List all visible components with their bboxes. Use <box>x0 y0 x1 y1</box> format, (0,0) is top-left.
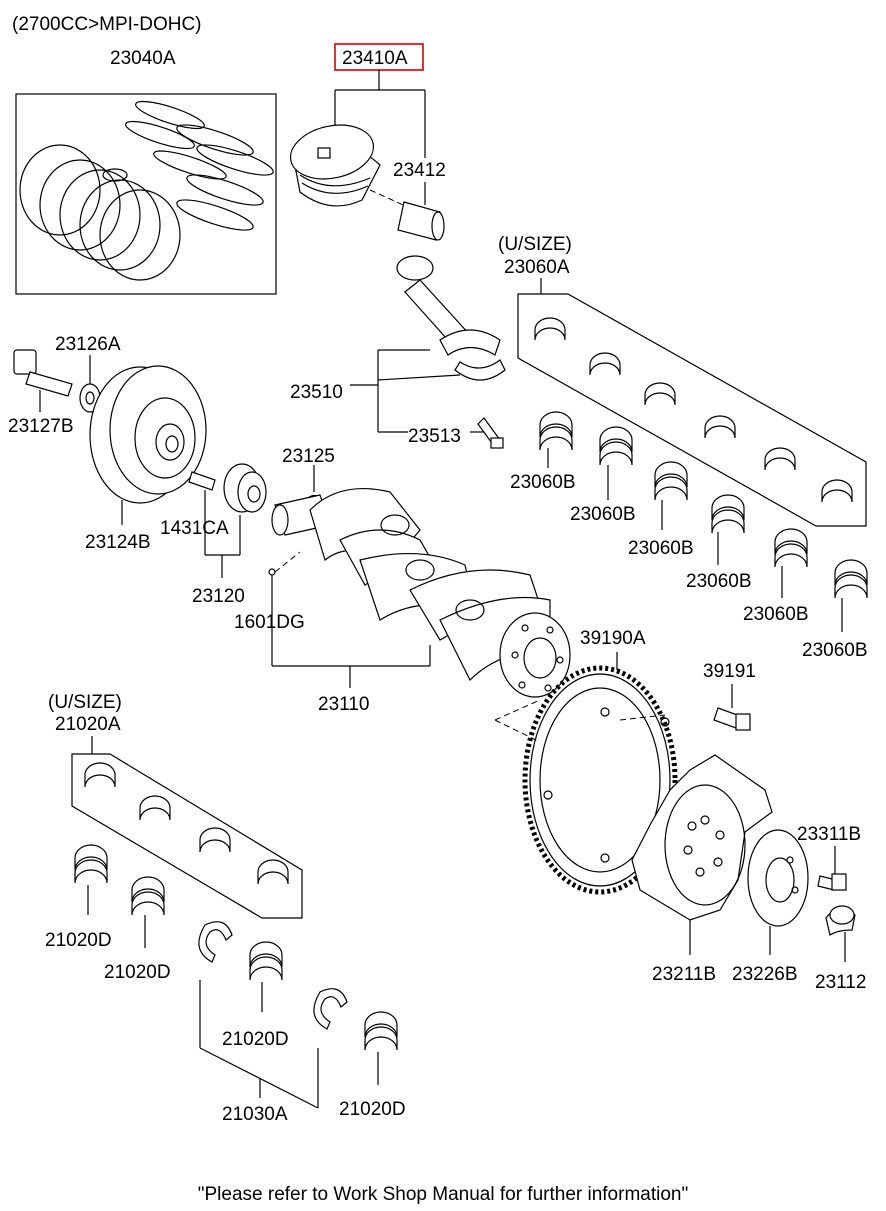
part-label-21020D-4[interactable]: 21020D <box>339 1099 406 1120</box>
part-label-21020D-2[interactable]: 21020D <box>104 962 171 983</box>
timing-sprocket-23120[interactable] <box>223 463 267 513</box>
part-label-23060B-6[interactable]: 23060B <box>802 640 868 661</box>
crankshaft-23110[interactable] <box>271 487 551 682</box>
adapter-plate-23226B[interactable] <box>747 829 809 927</box>
bearing-23060B-6[interactable] <box>834 559 868 599</box>
part-label-21020D-1[interactable]: 21020D <box>45 930 112 951</box>
part-label-1601DG[interactable]: 1601DG <box>234 612 305 633</box>
part-label-23112[interactable]: 23112 <box>815 972 866 993</box>
piston-pin-23412[interactable] <box>397 201 445 241</box>
part-label-39191[interactable]: 39191 <box>703 661 756 682</box>
part-label-21020D-3[interactable]: 21020D <box>222 1029 289 1050</box>
part-label-23060B-5[interactable]: 23060B <box>743 604 809 625</box>
bolt-23311B[interactable] <box>817 873 847 891</box>
part-label-23125[interactable]: 23125 <box>282 446 335 467</box>
crankshaft-pulley-23124B[interactable] <box>89 365 207 504</box>
bearing-23060B-4[interactable] <box>711 494 745 534</box>
crank-flange <box>499 612 571 698</box>
part-label-23060B-4[interactable]: 23060B <box>686 571 752 592</box>
part-label-23040A[interactable]: 23040A <box>110 48 176 69</box>
part-label-23110[interactable]: 23110 <box>318 694 369 715</box>
engine-spec-label: (2700CC>MPI-DOHC) <box>12 14 202 35</box>
part-label-23410A[interactable]: 23410A <box>342 48 408 69</box>
usize-label-top: (U/SIZE) <box>498 234 572 255</box>
part-label-23060B-1[interactable]: 23060B <box>510 472 576 493</box>
leader-39190A <box>494 652 666 743</box>
part-label-23060B-3[interactable]: 23060B <box>628 538 694 559</box>
bearing-21020D-4[interactable] <box>364 1011 398 1051</box>
main-bearing-set-21020A[interactable] <box>84 762 289 885</box>
thrust-washer-21030A-2[interactable] <box>313 988 348 1030</box>
drive-plate-23211B[interactable] <box>631 754 773 921</box>
rod-bolt-23513[interactable] <box>477 417 504 449</box>
leader-23126A-23127B <box>39 355 91 412</box>
woodruff-key-1431CA[interactable] <box>188 471 216 491</box>
ring-gear-39190A[interactable] <box>522 665 678 895</box>
thrust-washer-21030A-1[interactable] <box>198 921 233 963</box>
leader-23410A <box>334 70 426 205</box>
leader-21030A <box>199 980 319 1109</box>
part-label-23211B[interactable]: 23211B <box>652 964 716 985</box>
bearing-21020D-2[interactable] <box>131 876 165 916</box>
part-label-23060A[interactable]: 23060A <box>504 257 570 278</box>
part-label-39190A[interactable]: 39190A <box>580 628 646 649</box>
part-label-23124B[interactable]: 23124B <box>85 532 151 553</box>
footer-note: "Please refer to Work Shop Manual for fu… <box>198 1184 688 1205</box>
part-label-23060B-2[interactable]: 23060B <box>570 504 636 525</box>
flywheel-bolt-39191[interactable] <box>713 707 751 731</box>
connecting-rod-23510[interactable] <box>396 255 506 381</box>
bearing-23060B-3[interactable] <box>654 461 688 501</box>
leader-23510 <box>350 349 484 433</box>
main-bearing-set-23060A[interactable] <box>534 317 853 503</box>
leaders-21020D <box>87 885 379 1085</box>
part-label-23126A[interactable]: 23126A <box>55 334 121 355</box>
part-label-23120[interactable]: 23120 <box>192 586 245 607</box>
pin-axis-23412 <box>369 189 411 209</box>
part-label-21030A[interactable]: 21030A <box>222 1104 288 1125</box>
part-label-23226B[interactable]: 23226B <box>732 964 798 985</box>
part-label-23127B[interactable]: 23127B <box>8 416 74 437</box>
bearing-23060B-1[interactable] <box>539 411 573 451</box>
leaders-23060B <box>547 448 843 632</box>
part-label-23510[interactable]: 23510 <box>290 382 343 403</box>
usize-label-bottom: (U/SIZE) <box>48 692 122 713</box>
bearing-21020D-1[interactable] <box>74 844 108 884</box>
leader-23110 <box>268 551 431 688</box>
piston-ring-set-23040A[interactable] <box>15 93 277 295</box>
pulley-bolt-23127B[interactable] <box>13 349 73 397</box>
part-label-23311B[interactable]: 23311B <box>797 824 861 845</box>
bearing-23060B-2[interactable] <box>599 426 633 466</box>
bearing-21020D-3[interactable] <box>249 941 283 981</box>
bearing-23060B-5[interactable] <box>774 528 808 568</box>
pilot-bushing-23112[interactable] <box>825 905 856 936</box>
part-label-23412[interactable]: 23412 <box>393 160 446 181</box>
bearing-panel-upper <box>517 293 867 527</box>
leader-23120 <box>204 465 315 578</box>
bearing-panel-lower <box>71 753 303 919</box>
part-label-21020A[interactable]: 21020A <box>55 714 121 735</box>
part-label-1431CA[interactable]: 1431CA <box>160 518 229 539</box>
piston-23410A[interactable] <box>286 118 381 207</box>
part-label-23513[interactable]: 23513 <box>408 426 461 447</box>
